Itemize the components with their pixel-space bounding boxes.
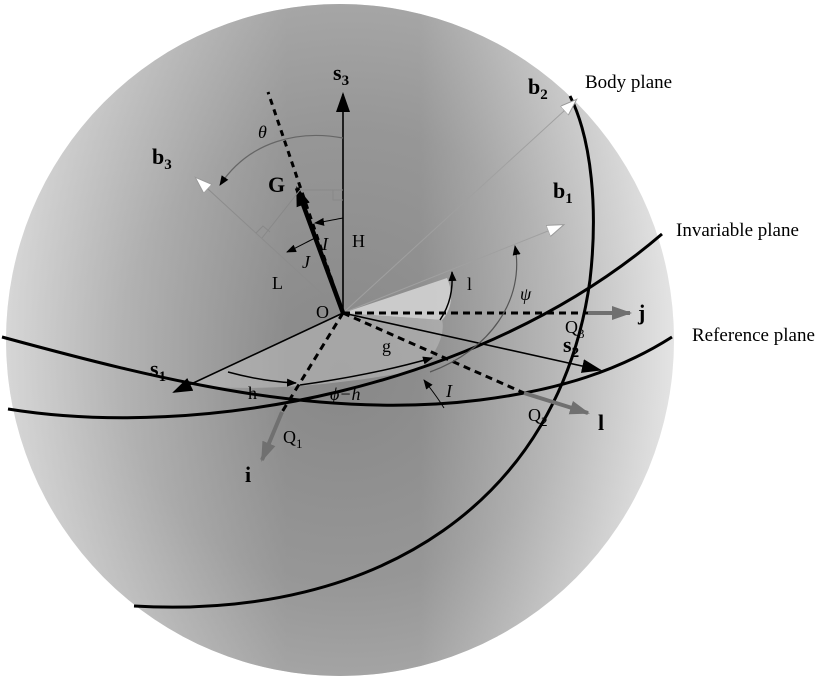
s1-axis [172,312,344,393]
L-label: L [272,273,283,293]
J-arc [286,237,316,253]
l-angle-label: l [467,274,472,294]
G-label: G [268,172,285,197]
q1-dashed-line [280,312,345,413]
b3-label: b3 [152,144,172,173]
s1-label: s1 [150,356,166,385]
H-right-angle [332,190,343,201]
s2-label: s2 [563,332,579,361]
l-axis [523,391,590,415]
body-plane-label: Body plane [585,72,672,93]
reference-plane-label: Reference plane [692,325,815,346]
s2-axis [342,312,602,373]
b2-label: b2 [528,74,548,103]
b2-axis [342,100,576,314]
h-arc [227,371,297,387]
I-lower-arc [423,379,445,409]
l-arc [439,271,457,321]
b3-axis [196,178,344,314]
l-label: l [598,410,604,435]
theta-arc [219,134,344,186]
q2-label: Q2 [528,405,548,429]
psi-arc [429,245,521,373]
h-label: h [248,383,257,403]
q2-dashed-line [342,311,525,395]
j-label: j [637,300,645,325]
reference-plane-arc [1,335,673,407]
G-vector [294,186,346,314]
I-upper-arc [314,217,344,226]
I-lower-label: I [445,381,453,401]
i-label: i [245,462,251,487]
J-label: J [302,252,311,272]
q1-label: Q1 [283,427,303,451]
b1-axis [342,225,563,314]
invariable-plane-label: Invariable plane [676,220,799,241]
L-right-angle [255,225,271,234]
b1-label: b1 [553,178,573,207]
invariable-plane-arc [7,232,663,420]
s3-label: s3 [333,60,349,89]
i-axis [260,411,284,462]
q3-label: Q3 [565,317,585,341]
reference-wedge [188,313,443,388]
psi-label: ψ [520,284,532,304]
phi-h-arc [299,356,433,386]
phi-h-label: ϕ−h [330,384,360,404]
I-upper-label: I [321,234,329,254]
g-label: g [382,336,391,356]
origin-label: O [316,302,329,322]
invariable-wedge [343,278,452,320]
H-label: H [352,231,365,251]
theta-label: θ [258,122,267,142]
